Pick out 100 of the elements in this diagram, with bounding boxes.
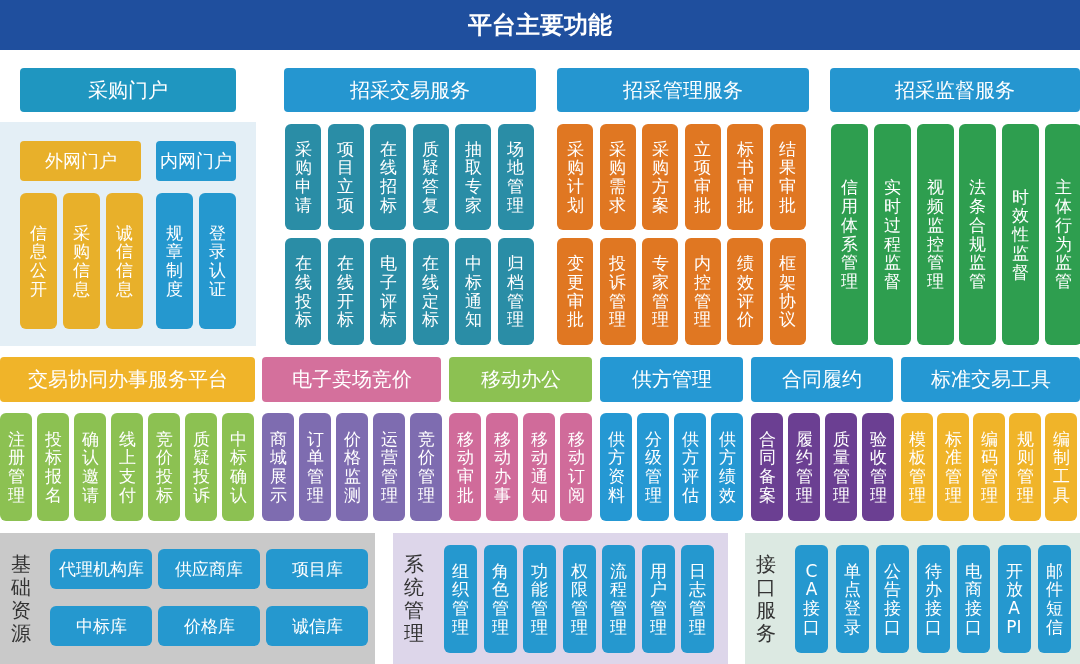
function-tile: 价格监测 [336, 413, 368, 521]
function-tile: 信用体系管理 [831, 124, 868, 345]
function-tile: 投诉管理 [599, 238, 636, 345]
function-tile: 采购需求 [599, 124, 636, 230]
function-tile: 法条合规监管 [959, 124, 997, 345]
function-tile: 公告接口 [876, 545, 909, 653]
function-tile: 在线开标 [327, 238, 364, 345]
function-tile: 供方绩效 [711, 413, 743, 521]
function-tile: 供方评估 [674, 413, 706, 521]
function-tile: 分级管理 [637, 413, 669, 521]
section-label: 基础资源 [10, 553, 31, 645]
section-header: 供方管理 [600, 357, 743, 402]
function-tile: 移动通知 [523, 413, 555, 521]
function-tile: 功能管理 [523, 545, 556, 653]
function-tile: 模板管理 [901, 413, 933, 521]
function-tile: 在线投标 [285, 238, 321, 345]
section-header: 采购门户 [20, 68, 236, 112]
section-header: 电子卖场竞价 [262, 357, 441, 402]
section-header: 移动办公 [449, 357, 592, 402]
function-tile: 中标库 [50, 606, 152, 646]
function-tile: 项目立项 [327, 124, 364, 230]
function-tile: 登录认证 [199, 193, 236, 329]
function-tile: 规章制度 [156, 193, 193, 329]
section-header: 招采交易服务 [284, 68, 536, 112]
function-tile: 内控管理 [684, 238, 721, 345]
function-tile: 质量管理 [825, 413, 857, 521]
function-tile: 移动办事 [486, 413, 518, 521]
function-tile: 组织管理 [444, 545, 477, 653]
function-tile: 履约管理 [788, 413, 820, 521]
function-tile: 变更审批 [557, 238, 593, 345]
title-bar: 平台主要功能 [0, 0, 1080, 50]
function-tile: 诚信库 [266, 606, 368, 646]
function-tile: 订单管理 [299, 413, 331, 521]
function-tile: 合同备案 [751, 413, 783, 521]
function-tile: 在线定标 [412, 238, 449, 345]
function-tile: 标准管理 [937, 413, 969, 521]
function-tile: 电商接口 [957, 545, 990, 653]
section-header: 标准交易工具 [901, 357, 1080, 402]
function-tile: 角色管理 [483, 545, 517, 653]
function-tile: 框架协议 [769, 238, 806, 345]
section-header: 内网门户 [156, 141, 236, 181]
section-header: 合同履约 [751, 357, 893, 402]
function-tile: CA接口 [795, 545, 828, 653]
function-tile: 价格库 [158, 606, 260, 646]
function-tile: 信息公开 [20, 193, 57, 329]
function-tile: 代理机构库 [50, 549, 152, 589]
function-tile: 绩效评价 [727, 238, 763, 345]
function-tile: 开放API [997, 545, 1031, 653]
function-tile: 中标通知 [455, 238, 491, 345]
function-tile: 确认邀请 [74, 413, 106, 521]
function-tile: 邮件短信 [1038, 545, 1071, 653]
function-tile: 编制工具 [1045, 413, 1077, 521]
function-tile: 立项审批 [684, 124, 721, 230]
function-tile: 竞价投标 [148, 413, 180, 521]
function-tile: 中标确认 [222, 413, 254, 521]
function-tile: 专家管理 [642, 238, 678, 345]
function-tile: 结果审批 [769, 124, 806, 230]
function-tile: 主体行为监管 [1045, 124, 1080, 345]
function-tile: 待办接口 [916, 545, 950, 653]
function-tile: 单点登录 [835, 545, 869, 653]
function-tile: 投标报名 [37, 413, 69, 521]
function-tile: 视频监控管理 [916, 124, 954, 345]
function-tile: 诚信信息 [106, 193, 143, 329]
function-tile: 在线招标 [370, 124, 406, 230]
function-tile: 采购信息 [63, 193, 100, 329]
function-tile: 权限管理 [562, 545, 596, 653]
function-tile: 供应商库 [158, 549, 260, 589]
section-header: 招采监督服务 [830, 68, 1080, 112]
function-tile: 归档管理 [497, 238, 534, 345]
function-tile: 抽取专家 [455, 124, 491, 230]
function-tile: 移动订阅 [560, 413, 592, 521]
section-header: 外网门户 [20, 141, 141, 181]
section-header: 交易协同办事服务平台 [0, 357, 255, 402]
function-tile: 时效性监督 [1002, 124, 1040, 345]
function-tile: 移动审批 [449, 413, 481, 521]
function-tile: 供方资料 [600, 413, 632, 521]
function-tile: 编码管理 [973, 413, 1005, 521]
function-tile: 线上支付 [111, 413, 143, 521]
function-tile: 用户管理 [641, 545, 675, 653]
function-tile: 商城展示 [262, 413, 294, 521]
function-tile: 质疑投诉 [185, 413, 217, 521]
function-tile: 项目库 [266, 549, 368, 589]
section-panel [0, 533, 375, 664]
section-panel [393, 533, 728, 664]
function-tile: 标书审批 [727, 124, 763, 230]
function-tile: 采购方案 [642, 124, 678, 230]
function-tile: 实时过程监督 [873, 124, 911, 345]
function-tile: 采购申请 [285, 124, 321, 230]
function-tile: 验收管理 [862, 413, 894, 521]
function-tile: 规则管理 [1009, 413, 1041, 521]
function-tile: 采购计划 [557, 124, 593, 230]
section-panel [745, 533, 1080, 664]
function-tile: 注册管理 [0, 413, 32, 521]
function-tile: 日志管理 [681, 545, 714, 653]
section-header: 招采管理服务 [557, 68, 809, 112]
section-label: 系统管理 [403, 553, 424, 645]
function-tile: 场地管理 [497, 124, 534, 230]
section-label: 接口服务 [755, 553, 776, 645]
function-tile: 电子评标 [370, 238, 406, 345]
function-tile: 质疑答复 [412, 124, 449, 230]
